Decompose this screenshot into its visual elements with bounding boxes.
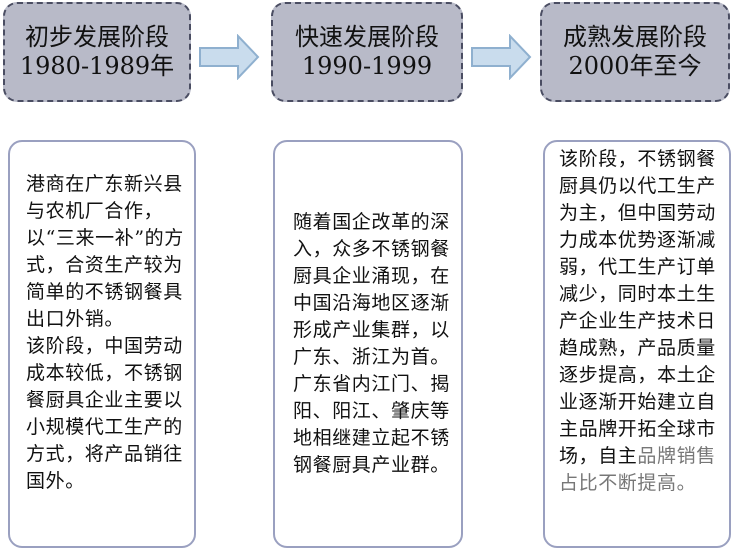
stage-period: 1980-1989年	[19, 52, 175, 80]
description-text: 随着国企改革的深入，众多不锈钢餐厨具企业涌现，在中国沿海地区逐渐形成产业集群，以…	[293, 211, 450, 476]
description-box-mature: 该阶段，不锈钢餐厨具仍以代工生产为主，但中国劳动力成本优势逐渐减弱，代工生产订单…	[543, 140, 731, 548]
stage-name: 初步发展阶段	[25, 23, 169, 52]
description-text: 该阶段，中国劳动成本较低，不锈钢餐厨具企业主要以小规模代工生产的方式，将产品销往…	[26, 335, 183, 492]
description-text: 港商在广东新兴县与农机厂合作，以“三来一补”的方式，合资生产较为简单的不锈钢餐具…	[26, 173, 184, 330]
right-arrow-icon	[199, 34, 260, 80]
stage-box-initial: 初步发展阶段 1980-1989年	[3, 2, 191, 102]
description-box-initial: 港商在广东新兴县与农机厂合作，以“三来一补”的方式，合资生产较为简单的不锈钢餐具…	[8, 140, 196, 548]
stage-box-mature: 成熟发展阶段 2000年至今	[540, 2, 730, 102]
description-text-faded: 品牌销售占比不断提高。	[559, 445, 716, 494]
description-box-rapid: 随着国企改革的深入，众多不锈钢餐厨具企业涌现，在中国沿海地区逐渐形成产业集群，以…	[273, 140, 463, 548]
stage-name: 快速发展阶段	[295, 23, 439, 52]
stage-period: 2000年至今	[568, 52, 702, 80]
stage-period: 1990-1999	[301, 52, 433, 80]
stage-name: 成熟发展阶段	[563, 23, 707, 52]
stage-box-rapid: 快速发展阶段 1990-1999	[271, 2, 463, 102]
description-text: 该阶段，不锈钢餐厨具仍以代工生产为主，但中国劳动力成本优势逐渐减弱，代工生产订单…	[559, 148, 716, 467]
right-arrow-icon	[471, 34, 532, 80]
